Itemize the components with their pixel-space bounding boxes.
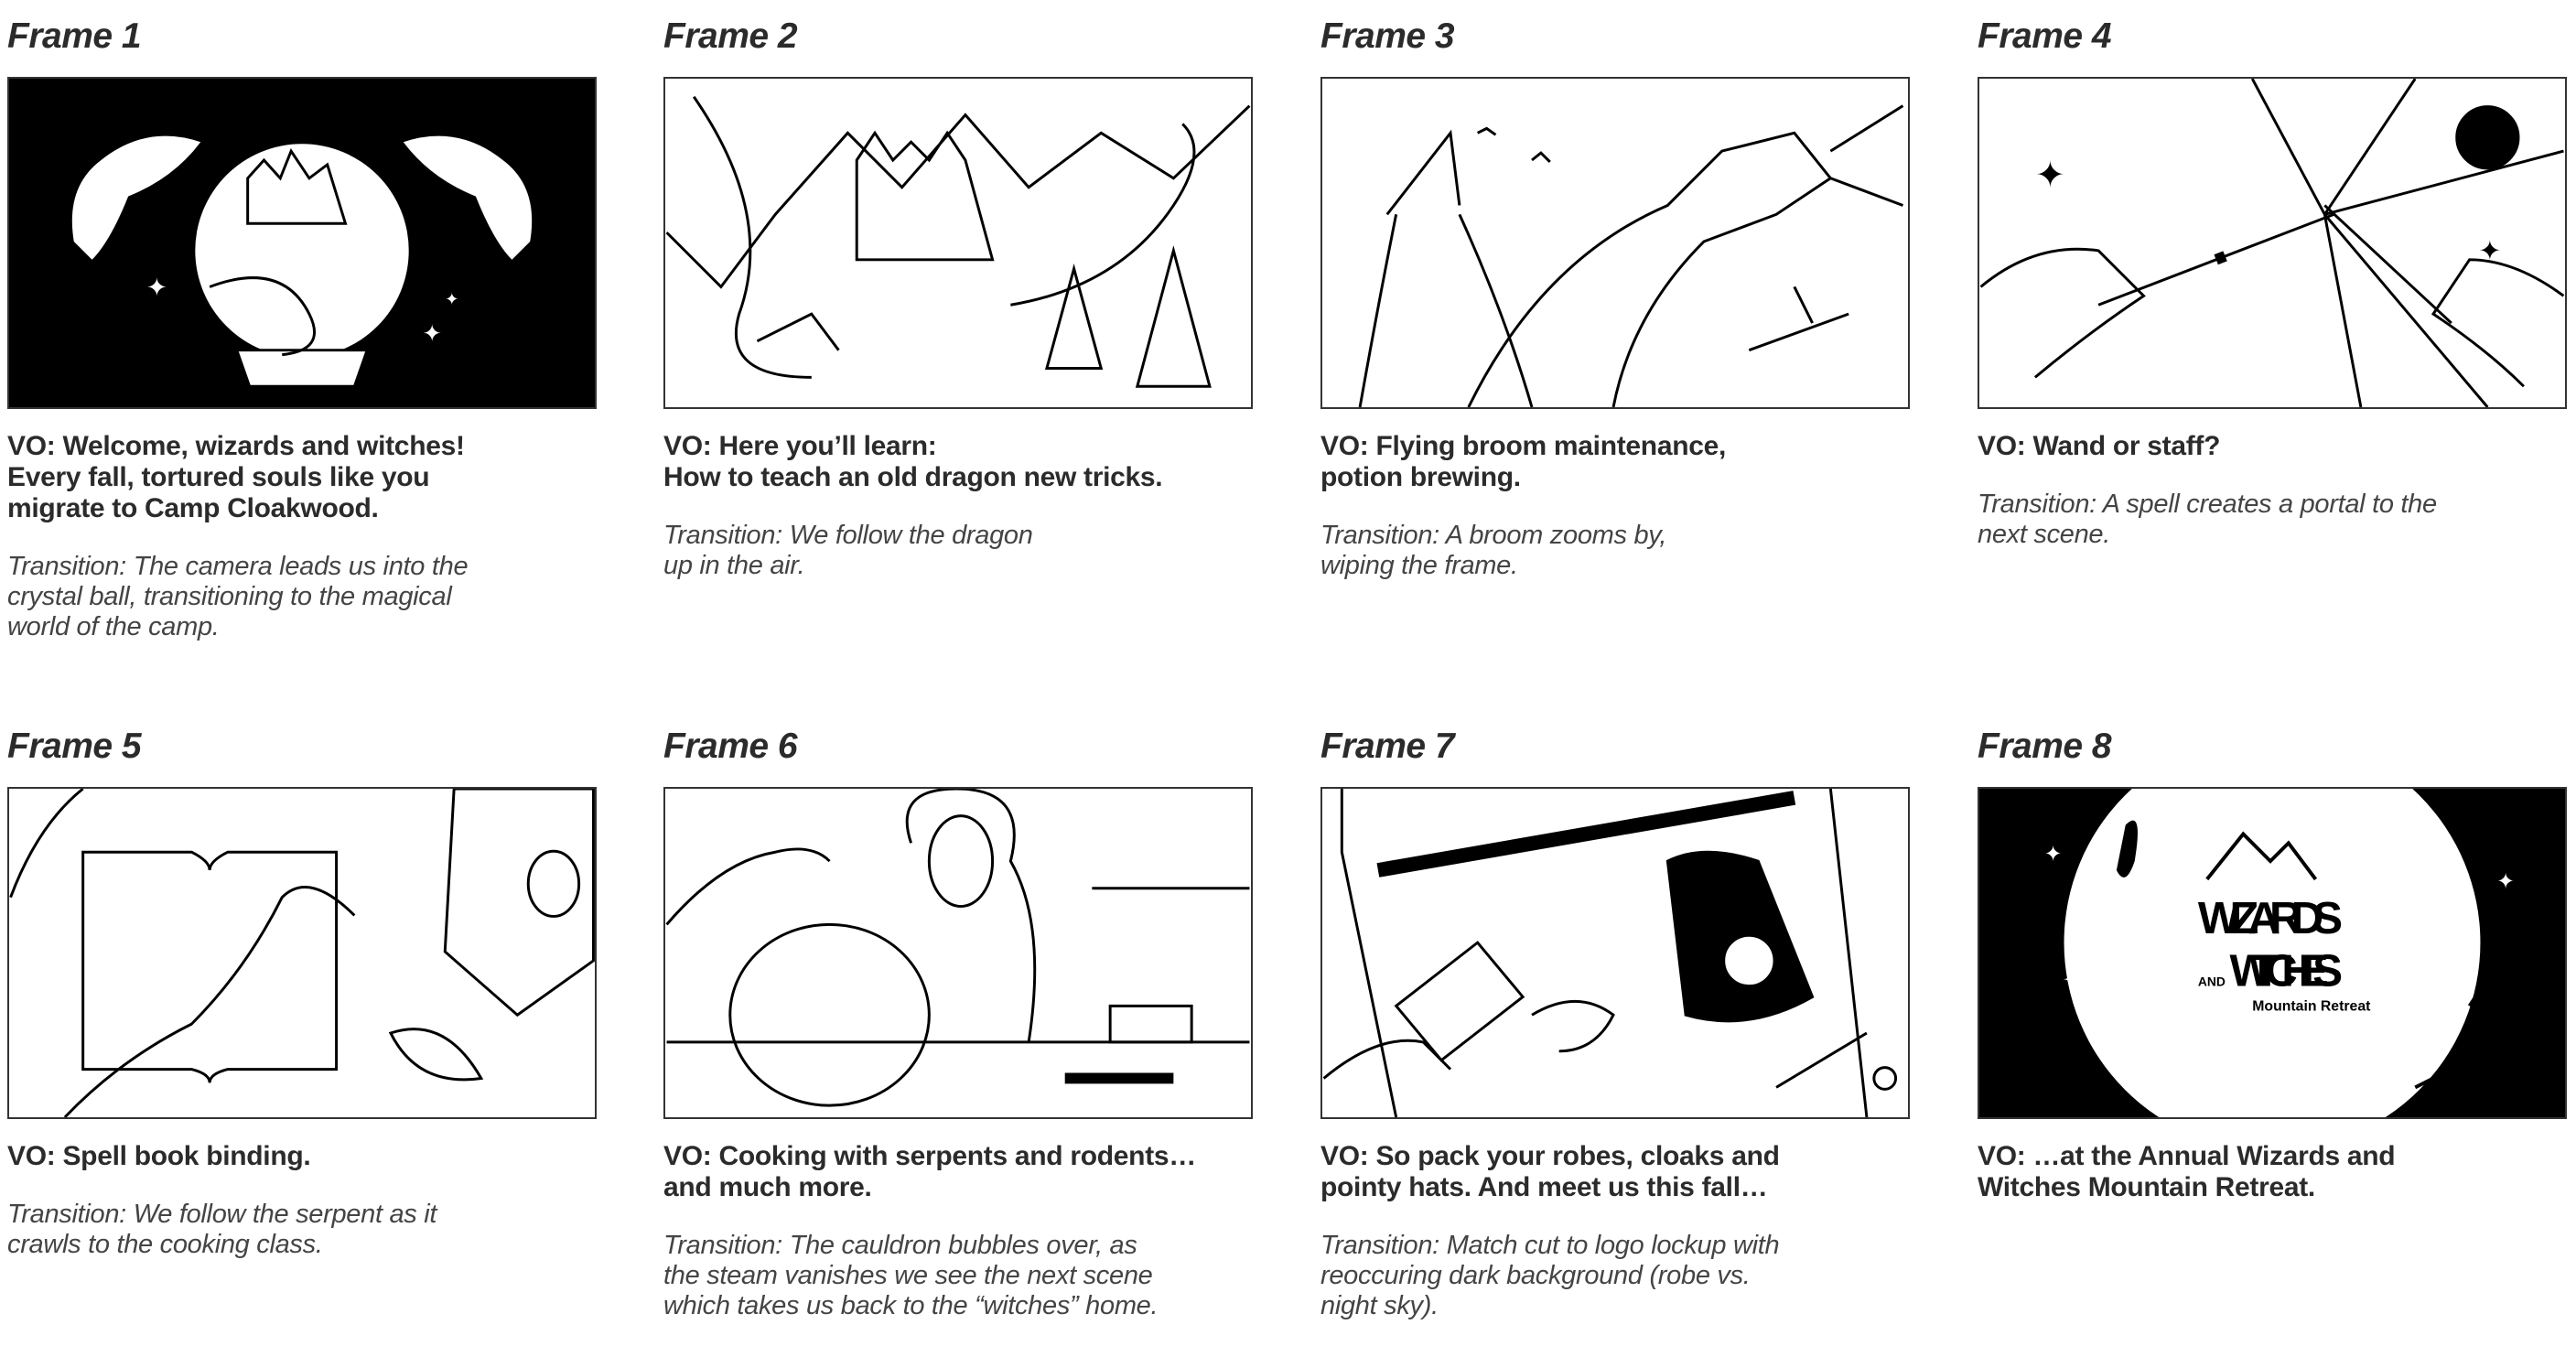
frame-title: Frame 3	[1320, 16, 1455, 56]
svg-text:✦: ✦	[2035, 156, 2065, 196]
logo-subtitle: Mountain Retreat	[2252, 998, 2371, 1014]
storyboard-frame-3: Frame 3 VO: Flying broom maintenance, po…	[1320, 16, 1910, 581]
storyboard-frame-7: Frame 7 VO: So pack your robes, cloaks a…	[1320, 727, 1910, 1321]
svg-text:✦: ✦	[2044, 843, 2063, 867]
logo-line1: WIZARDS	[2198, 893, 2343, 943]
transition-text: Transition: We follow the serpent as it …	[7, 1200, 437, 1259]
svg-text:✦: ✦	[146, 273, 167, 301]
spell-book-illustration	[9, 789, 595, 1117]
transition-text: Transition: A broom zooms by, wiping the…	[1320, 521, 1667, 580]
transition-text: Transition: The camera leads us into the…	[7, 552, 469, 641]
frame-illustration-wands: ✦ ✦	[1978, 77, 2567, 409]
frame-illustration-logo: WIZARDS AND WITCHES Mountain Retreat ✦ ✦…	[1978, 787, 2567, 1119]
frame-title: Frame 1	[7, 16, 142, 56]
voiceover-text: VO: So pack your robes, cloaks and point…	[1320, 1141, 1780, 1202]
voiceover-text: VO: …at the Annual Wizards and Witches M…	[1978, 1141, 2396, 1202]
wands-illustration: ✦ ✦	[1979, 79, 2565, 407]
storyboard-frame-1: Frame 1 ✦ ✦ ✦ VO: Welcome, wizards and w…	[7, 16, 597, 642]
cauldron-illustration	[665, 789, 1250, 1107]
voiceover-text: VO: Welcome, wizards and witches! Every …	[7, 431, 465, 523]
castle-dragon-illustration	[665, 95, 1251, 388]
frame-title: Frame 7	[1320, 727, 1455, 766]
svg-text:✦: ✦	[445, 290, 458, 308]
storyboard-frame-6: Frame 6 VO: Cooking with serpents and ro…	[663, 727, 1253, 1321]
svg-text:✦: ✦	[423, 321, 443, 347]
frame-illustration-cauldron	[663, 787, 1253, 1119]
storyboard-frame-2: Frame 2 VO: Here you’ll learn: How to te…	[663, 16, 1253, 581]
logo-line2: WITCHES	[2230, 946, 2344, 996]
witch-dragon-illustration	[1358, 104, 1904, 407]
storyboard-frame-4: Frame 4 ✦ ✦ VO: Wand or staff? Transitio…	[1978, 16, 2567, 550]
storyboard-frame-8: Frame 8 WIZARDS AND WITCHES Mountain Ret…	[1978, 727, 2567, 1203]
voiceover-text: VO: Wand or staff?	[1978, 431, 2221, 461]
logo-illustration: WIZARDS AND WITCHES Mountain Retreat ✦ ✦…	[2044, 789, 2525, 1117]
frame-illustration-witch-dragon	[1320, 77, 1910, 409]
svg-text:✦: ✦	[2478, 236, 2501, 266]
svg-text:✦: ✦	[2496, 870, 2515, 894]
storyboard-frame-5: Frame 5 VO: Spell book binding. Transiti…	[7, 727, 597, 1260]
voiceover-text: VO: Cooking with serpents and rodents… a…	[663, 1141, 1196, 1202]
transition-text: Transition: A spell creates a portal to …	[1978, 490, 2437, 549]
transition-text: Transition: We follow the dragon up in t…	[663, 521, 1033, 580]
frame-illustration-packing	[1320, 787, 1910, 1119]
frame-illustration-crystal-ball: ✦ ✦ ✦	[7, 77, 597, 409]
frame-title: Frame 2	[663, 16, 798, 56]
frame-title: Frame 5	[7, 727, 142, 766]
voiceover-text: VO: Flying broom maintenance, potion bre…	[1320, 431, 1727, 492]
frame-illustration-spell-book	[7, 787, 597, 1119]
transition-text: Transition: Match cut to logo lockup wit…	[1320, 1231, 1780, 1320]
packing-illustration	[1322, 789, 1898, 1117]
logo-mountain-icon	[2205, 831, 2318, 881]
voiceover-text: VO: Here you’ll learn: How to teach an o…	[663, 431, 1163, 492]
transition-text: Transition: The cauldron bubbles over, a…	[663, 1231, 1159, 1320]
crystal-ball-illustration: ✦ ✦ ✦	[71, 135, 533, 388]
frame-title: Frame 6	[663, 727, 798, 766]
svg-text:✦: ✦	[2063, 968, 2083, 994]
logo-and: AND	[2198, 975, 2226, 989]
frame-title: Frame 4	[1978, 16, 2112, 56]
frame-title: Frame 8	[1978, 727, 2112, 766]
voiceover-text: VO: Spell book binding.	[7, 1141, 311, 1171]
frame-illustration-castle-dragon	[663, 77, 1253, 409]
